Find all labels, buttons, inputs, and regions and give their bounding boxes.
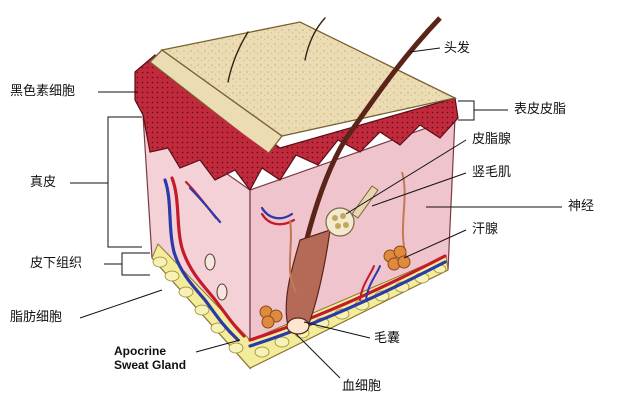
skin-surface xyxy=(160,21,457,137)
sweat-glands xyxy=(259,245,411,329)
touch-corpuscles xyxy=(204,253,228,301)
label-nerve: 神经 xyxy=(568,199,595,214)
label-apocrine-line2: Sweat Gland xyxy=(114,358,187,372)
label-dermis: 真皮 xyxy=(30,175,57,190)
label-apocrine-line1: Apocrine xyxy=(114,344,167,358)
label-follicle: 毛囊 xyxy=(374,331,401,346)
surface-hairs xyxy=(227,17,326,83)
label-adipocyte: 脂肪细胞 xyxy=(10,310,63,325)
label-hair: 头发 xyxy=(444,41,471,56)
label-arrector-pili: 竖毛肌 xyxy=(472,165,512,180)
epidermis-band xyxy=(134,54,459,192)
sebaceous-gland xyxy=(325,207,355,237)
label-melanocyte: 黑色素细胞 xyxy=(10,84,76,99)
hair-and-follicle xyxy=(285,16,442,335)
label-epidermis-sebum: 表皮皮脂 xyxy=(514,102,567,117)
leader-lines xyxy=(70,47,562,379)
label-blood-cell: 血细胞 xyxy=(342,379,382,394)
label-sebaceous-gland: 皮脂腺 xyxy=(472,132,512,147)
label-subcutaneous: 皮下组织 xyxy=(30,256,83,271)
blood-vessels xyxy=(163,176,447,348)
label-sweat-gland: 汗腺 xyxy=(472,222,499,237)
